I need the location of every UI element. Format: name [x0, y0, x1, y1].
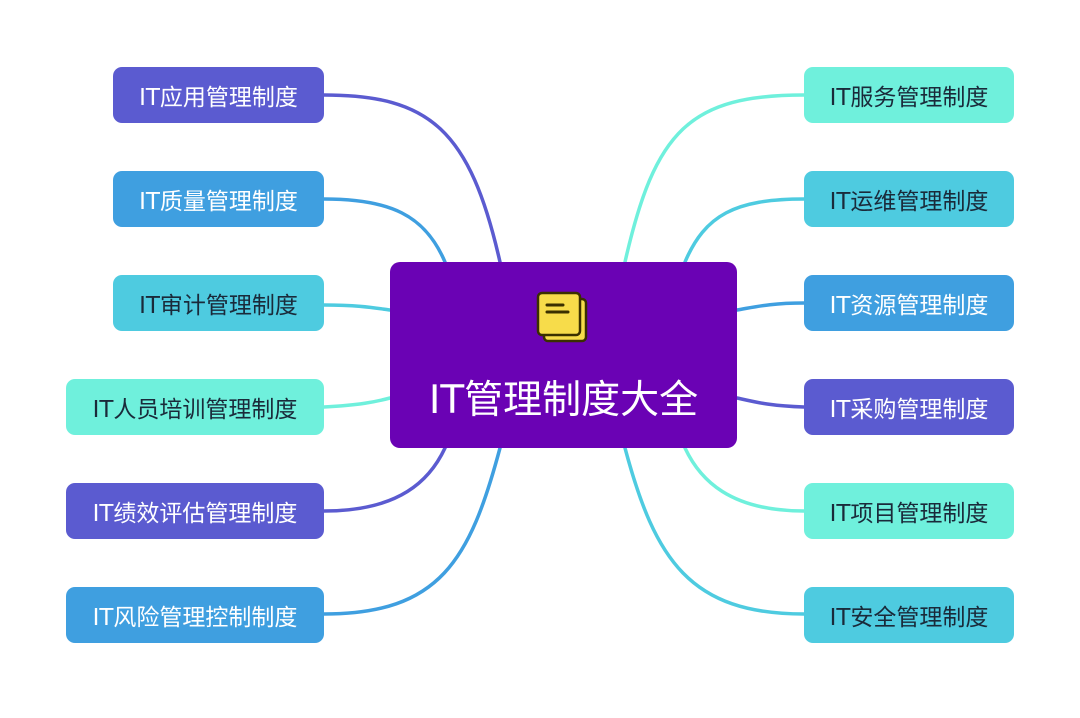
branch-it-audit[interactable]: IT审计管理制度: [113, 275, 324, 331]
central-topic-title: IT管理制度大全: [428, 378, 699, 423]
branch-it-security[interactable]: IT安全管理制度: [804, 587, 1014, 643]
connector-right-3: [735, 396, 806, 409]
connector-right-4: [683, 446, 806, 513]
branch-it-risk-control[interactable]: IT风险管理控制制度: [66, 587, 324, 643]
branch-it-service[interactable]: IT服务管理制度: [804, 67, 1014, 123]
branch-it-operations[interactable]: IT运维管理制度: [804, 171, 1014, 227]
branch-it-staff-training[interactable]: IT人员培训管理制度: [66, 379, 324, 435]
branch-it-performance[interactable]: IT绩效评估管理制度: [66, 483, 324, 539]
connector-right-0: [623, 93, 806, 264]
branch-it-quality[interactable]: IT质量管理制度: [113, 171, 324, 227]
sticky-note-icon: [536, 291, 587, 343]
connector-left-4: [322, 446, 447, 513]
connector-left-5: [322, 446, 502, 616]
central-topic[interactable]: IT管理制度大全: [390, 262, 737, 448]
branch-it-project[interactable]: IT项目管理制度: [804, 483, 1014, 539]
connector-left-1: [322, 197, 447, 264]
branch-it-procurement[interactable]: IT采购管理制度: [804, 379, 1014, 435]
connector-right-1: [683, 197, 806, 264]
branch-it-application[interactable]: IT应用管理制度: [113, 67, 324, 123]
connector-right-2: [735, 301, 806, 312]
connector-left-0: [322, 93, 502, 264]
branch-it-resources[interactable]: IT资源管理制度: [804, 275, 1014, 331]
connector-left-2: [322, 303, 392, 312]
connector-right-5: [623, 446, 806, 616]
connector-left-3: [322, 396, 392, 409]
